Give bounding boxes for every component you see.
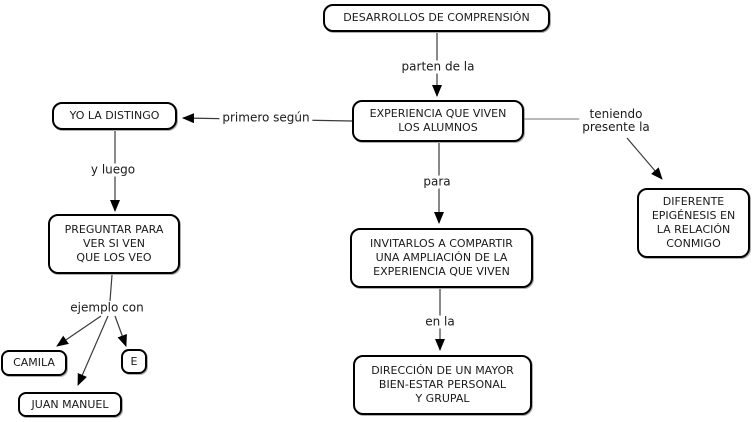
link-label-y-luego[interactable]: y luego [87, 163, 139, 177]
link-label-en-la[interactable]: en la [422, 315, 458, 329]
concept-node-preguntar[interactable]: PREGUNTAR PARA VER SI VEN QUE LOS VEO [48, 214, 180, 274]
concept-node-desarrollos[interactable]: DESARROLLOS DE COMPRENSIÓN [323, 4, 550, 32]
concept-node-experiencia[interactable]: EXPERIENCIA QUE VIVEN LOS ALUMNOS [352, 100, 524, 142]
connector-ejemplo-camila [56, 315, 102, 347]
concept-node-camila[interactable]: CAMILA [1, 350, 67, 376]
connector-ejemplo-juanmanuel [77, 315, 109, 386]
concept-node-direccion[interactable]: DIRECCIÓN DE UN MAYOR BIEN-ESTAR PERSONA… [353, 355, 532, 415]
concept-node-e[interactable]: E [121, 349, 147, 374]
connector-ejemplo-e [114, 315, 127, 347]
link-label-parten-de-la[interactable]: parten de la [398, 60, 478, 74]
concept-node-epigenesis[interactable]: DIFERENTE EPIGÉNESIS EN LA RELACIÓN CONM… [637, 188, 750, 258]
concept-node-invitarlos[interactable]: INVITARLOS A COMPARTIR UNA AMPLIACIÓN DE… [350, 228, 533, 288]
connector-preguntar-ejemplo [109, 274, 113, 302]
link-label-teniendo-presente-la[interactable]: teniendo presente la [579, 108, 653, 134]
concept-node-yo-la-distingo[interactable]: YO LA DISTINGO [52, 102, 177, 130]
link-label-primero-segun[interactable]: primero según [219, 111, 313, 125]
link-label-para[interactable]: para [420, 175, 454, 189]
link-label-ejemplo-con[interactable]: ejemplo con [67, 301, 147, 315]
concept-node-juan-manuel[interactable]: JUAN MANUEL [18, 392, 122, 417]
connector-teniendo-epigenesis [626, 137, 663, 180]
